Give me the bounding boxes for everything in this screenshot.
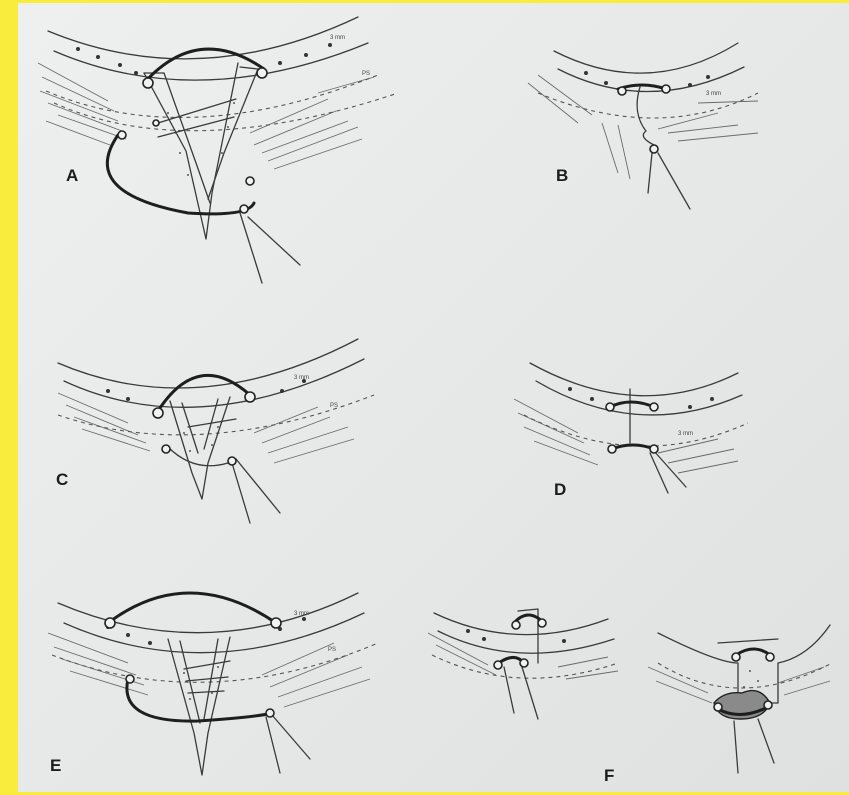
svg-text:3 mm: 3 mm (294, 375, 309, 381)
illustration-page: 3 mm A PS 3 mm B (18, 3, 849, 792)
panel-f-left-drawing (428, 609, 618, 719)
panel-e-ps-annotation: PS (328, 647, 336, 653)
svg-text:3 mm: 3 mm (678, 431, 693, 437)
panel-c-drawing: 3 mm (58, 339, 374, 523)
svg-text:3 mm: 3 mm (330, 35, 345, 41)
panel-f-right-drawing (648, 625, 832, 773)
panel-e-drawing: 3 mm (48, 593, 378, 775)
panel-d-label: D (554, 480, 566, 499)
panel-c-label: C (56, 470, 68, 489)
panel-a-drawing: 3 mm (38, 17, 398, 283)
panel-a-ps-annotation: PS (362, 71, 370, 77)
panel-d-drawing: 3 mm (514, 363, 748, 493)
svg-text:3 mm: 3 mm (294, 611, 309, 617)
svg-text:3 mm: 3 mm (706, 91, 721, 97)
panel-e-label: E (50, 756, 61, 775)
panel-f-label: F (604, 766, 614, 785)
panel-b-label: B (556, 166, 568, 185)
panel-a-label: A (66, 166, 78, 185)
panel-c-ps-annotation: PS (330, 403, 338, 409)
suture-technique-figure: 3 mm A PS 3 mm B (18, 3, 849, 792)
